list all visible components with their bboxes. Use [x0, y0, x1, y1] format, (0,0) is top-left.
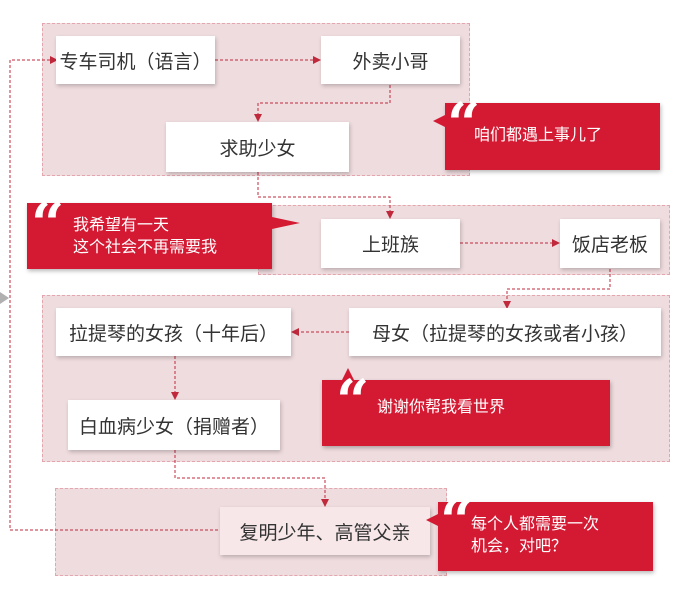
quote-bubble-2: “ 我希望有一天 这个社会不再需要我 — [27, 195, 300, 269]
quote-bubble-1: “ 咱们都遇上事儿了 — [433, 95, 660, 170]
connector-girl-office — [257, 172, 394, 219]
quote-text: 咱们都遇上事儿了 — [474, 125, 603, 144]
quote-mark-icon: “ — [336, 367, 369, 435]
bubble-tail — [433, 115, 445, 127]
node-mother-daughter: 母女（拉提琴的女孩或者小孩） — [349, 308, 661, 356]
node-delivery: 外卖小哥 — [321, 36, 460, 84]
quote-mark-icon: “ — [447, 90, 480, 158]
quote-text-line-1: 每个人都需要一次 — [471, 514, 600, 533]
quote-mark-icon: “ — [440, 487, 473, 555]
quote-bubble-4: “ 每个人都需要一次 机会，对吧？ — [426, 492, 653, 571]
node-driver: 专车司机（语言） — [56, 36, 215, 84]
quote-text: 谢谢你帮我看世界 — [377, 397, 506, 416]
quote-text-line-2: 这个社会不再需要我 — [73, 237, 218, 256]
node-leukemia-girl: 白血病少女（捐赠者） — [68, 400, 280, 450]
left-edge-marker — [0, 292, 9, 304]
quote-text-line-1: 我希望有一天 — [73, 215, 170, 234]
connector-leukemia-final — [174, 450, 329, 507]
bubble-tail — [426, 514, 438, 526]
quote-text-line-2: 机会，对吧？ — [471, 536, 568, 555]
quote-mark-icon: “ — [31, 190, 64, 258]
connector-restaurant-mother — [503, 269, 611, 309]
bubble-tail — [272, 217, 300, 229]
node-violin-girl: 拉提琴的女孩（十年后） — [56, 308, 291, 356]
node-restaurant: 饭店老板 — [560, 219, 660, 268]
node-office: 上班族 — [321, 219, 460, 268]
node-girl-help: 求助少女 — [166, 122, 349, 172]
quote-bubble-3: “ 谢谢你帮我看世界 — [322, 368, 610, 446]
bubble-tail — [342, 368, 354, 380]
node-final: 复明少年、高管父亲 — [220, 507, 430, 555]
connector-loop-back — [9, 56, 218, 531]
connector-delivery-girl — [254, 85, 391, 122]
